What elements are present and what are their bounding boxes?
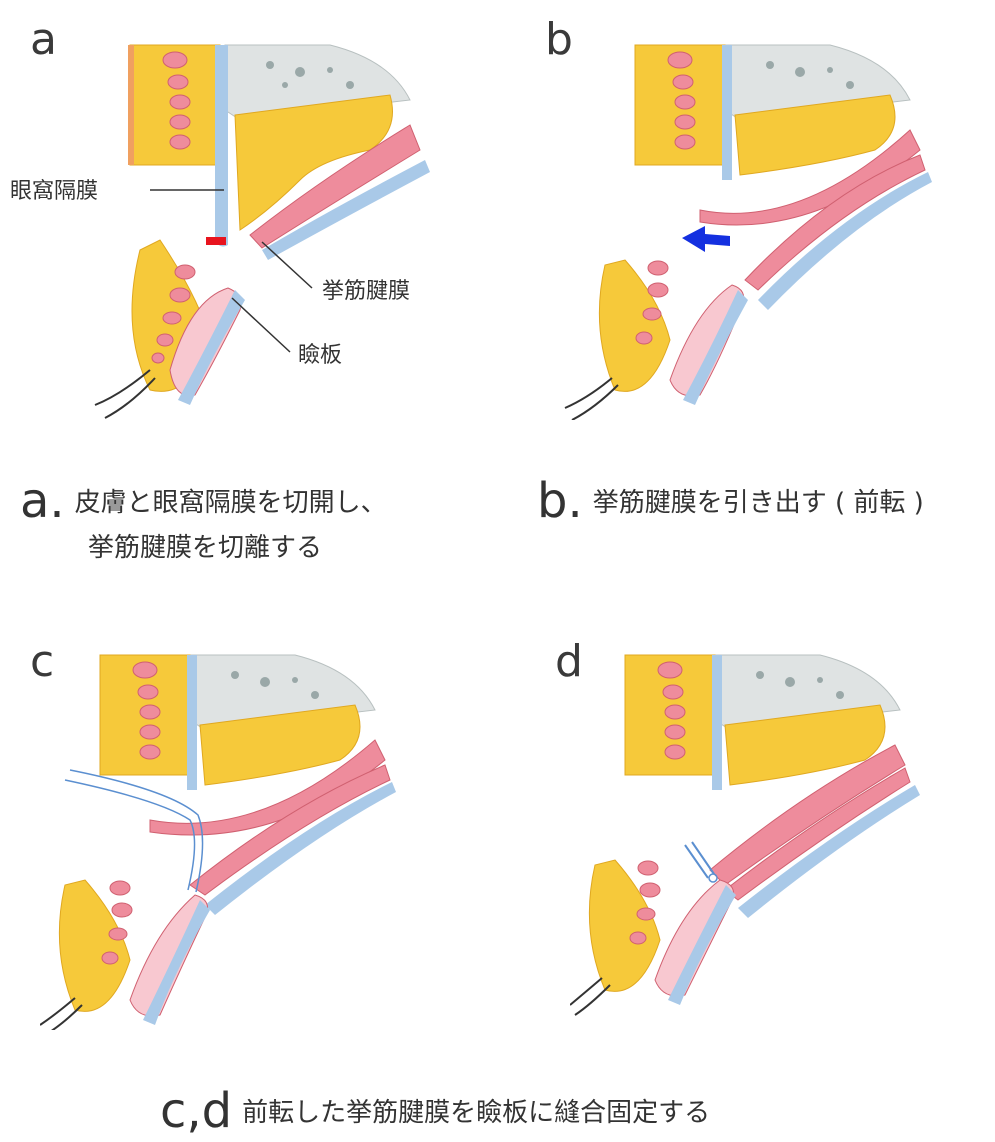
incision-marker [206,237,226,245]
caption-cd: c,d 前転した挙筋腱膜を瞼板に縫合固定する [160,1080,710,1142]
caption-a-line2: 挙筋腱膜を切離する [88,533,322,563]
advance-arrow [682,226,730,252]
caption-b: b. 挙筋腱膜を引き出す ( 前転 ) [537,470,924,532]
caption-cd-letter: c,d [160,1083,232,1139]
label-aponeurosis: 挙筋腱膜 [322,279,410,304]
tarsus-leader [232,298,290,352]
eyelid-diagram-c [40,630,440,1030]
caption-a-letter: a. [20,473,65,529]
label-tarsus: 瞼板 [298,343,342,368]
eyelid-diagram-a: 眼窩隔膜 挙筋腱膜 瞼板 [0,0,480,420]
eyelid-diagram-b [560,0,980,420]
anatomy-a [95,45,430,418]
caption-a-line1: 皮膚と眼窩隔膜を切開し、 [75,488,387,518]
caption-a: a. 皮膚と眼窩隔膜を切開し、 挙筋腱膜を切離する [20,470,387,566]
label-septum: 眼窩隔膜 [10,179,98,204]
caption-cd-text: 前転した挙筋腱膜を瞼板に縫合固定する [242,1098,710,1128]
eyelid-diagram-d [570,630,970,1030]
caption-b-letter: b. [537,473,583,529]
caption-b-text: 挙筋腱膜を引き出す ( 前転 ) [593,488,924,518]
